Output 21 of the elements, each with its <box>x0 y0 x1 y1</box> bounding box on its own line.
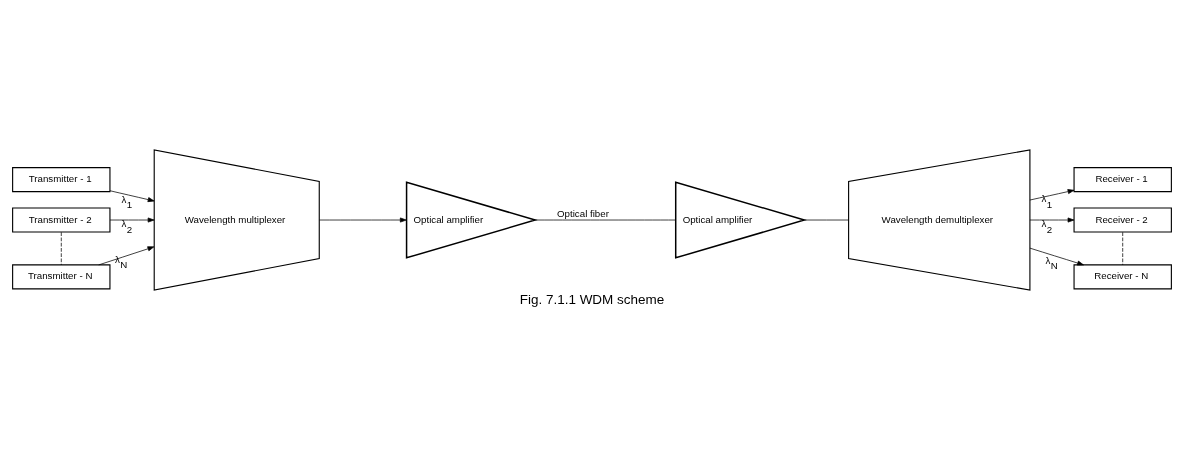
node-box: Transmitter - 2 <box>12 207 111 233</box>
node-box: Transmitter - 1 <box>12 167 111 193</box>
node-box: Wavelength multiplexer <box>153 149 320 291</box>
caption: Fig. 7.1.1 WDM scheme <box>519 291 665 307</box>
connector <box>534 219 677 221</box>
connector <box>60 231 62 266</box>
arrow <box>1029 247 1084 266</box>
arrow <box>109 190 155 203</box>
node-box: Receiver - 2 <box>1073 207 1172 233</box>
node-box: Receiver - N <box>1073 264 1172 290</box>
node-box: Wavelength demultiplexer <box>848 149 1031 291</box>
connector <box>1122 231 1124 266</box>
edge-label: Optical fiber <box>557 208 609 220</box>
connector <box>804 219 849 221</box>
node-box: Transmitter - N <box>12 264 111 290</box>
arrow <box>109 217 155 223</box>
arrow <box>1029 189 1075 201</box>
arrow <box>1029 217 1075 223</box>
arrow <box>319 217 407 223</box>
node-box: Receiver - 1 <box>1073 167 1172 193</box>
arrow <box>98 246 155 266</box>
